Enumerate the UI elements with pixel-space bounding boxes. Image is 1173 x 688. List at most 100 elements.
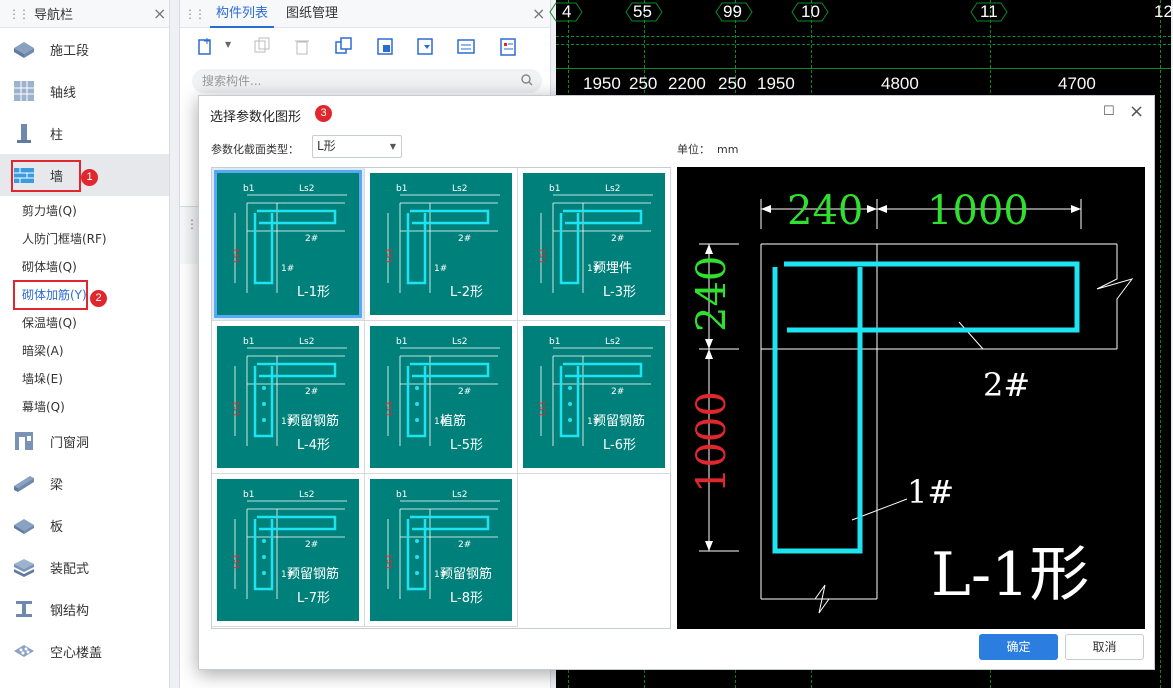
svg-text:2#: 2# — [611, 234, 624, 244]
axis-bubbles — [549, 2, 1008, 22]
report-icon[interactable] — [496, 36, 520, 58]
svg-text:Ls2: Ls2 — [452, 337, 467, 347]
shape-extra-label: 植筋 — [440, 414, 467, 429]
close-icon[interactable]: × — [1129, 101, 1145, 122]
delete-icon[interactable] — [290, 36, 314, 58]
sub-item[interactable]: 暗梁(A) — [22, 343, 64, 358]
axis-label: 99 — [723, 2, 742, 21]
svg-text:Ls1: Ls1 — [538, 401, 548, 416]
svg-text:Ls1: Ls1 — [385, 401, 395, 416]
shape-name-label: L-3形 — [603, 285, 636, 300]
preview-shape-name: L-1形 — [931, 540, 1089, 610]
svg-text:1#: 1# — [587, 417, 600, 427]
cancel-button[interactable]: 取消 — [1065, 634, 1144, 660]
sub-item[interactable]: 墙垛(E) — [22, 371, 63, 386]
svg-text:b1: b1 — [549, 184, 560, 194]
sub-item[interactable]: 砌体加筋(Y) — [22, 287, 87, 302]
sub-item[interactable]: 幕墙(Q) — [22, 399, 65, 414]
dimension-label: 1950 — [583, 74, 621, 93]
svg-text:1#: 1# — [587, 264, 600, 274]
tab-drawing-management[interactable]: 图纸管理 — [286, 5, 339, 21]
nav-item-label: 柱 — [50, 127, 64, 143]
maximize-icon[interactable]: ☐ — [1103, 104, 1115, 119]
shape-extra-label: 预埋件 — [593, 261, 633, 276]
drag-handle-icon[interactable]: ⋮⋮ — [184, 6, 206, 21]
svg-text:Ls2: Ls2 — [605, 184, 620, 194]
svg-text:2#: 2# — [611, 387, 624, 397]
sub-item[interactable]: 砌体墙(Q) — [22, 259, 77, 274]
shape-option[interactable]: b1 Ls2 2# 1# Ls1 预埋件 L-3形 — [518, 168, 671, 321]
column-icon — [12, 122, 36, 144]
svg-text:1#: 1# — [434, 417, 447, 427]
sub-item[interactable]: 保温墙(Q) — [22, 315, 77, 330]
wall-icon — [12, 164, 36, 186]
svg-text:b1: b1 — [243, 490, 254, 500]
dim-top-a: 240 — [787, 188, 863, 234]
close-icon[interactable]: × — [532, 4, 546, 23]
chevron-down-icon: ▼ — [389, 142, 396, 151]
nav-item-prefab[interactable]: 装配式 — [0, 546, 169, 588]
section-type-select[interactable]: L形 ▼ — [312, 135, 402, 158]
nav-item-construction-segment[interactable]: 施工段 — [0, 28, 169, 70]
nav-item-hollow-floor[interactable]: 空心楼盖 — [0, 630, 169, 672]
svg-text:1#: 1# — [281, 417, 294, 427]
chevron-down-icon[interactable]: ▼ — [225, 40, 232, 49]
dim-left-a: 240 — [689, 256, 735, 332]
nav-item-door-window[interactable]: 门窗洞 — [0, 420, 169, 462]
nav-item-steel-structure[interactable]: 钢结构 — [0, 588, 169, 630]
svg-text:b1: b1 — [396, 490, 407, 500]
new-component-icon[interactable] — [194, 36, 218, 58]
svg-text:1#: 1# — [434, 570, 447, 580]
shape-extra-label: 预留钢筋 — [593, 414, 646, 429]
layer-copy-icon[interactable] — [374, 36, 398, 58]
close-icon[interactable]: × — [153, 4, 167, 23]
dimension-label: 4800 — [881, 74, 919, 93]
nav-item-axis-grid[interactable]: 轴线 — [0, 70, 169, 112]
svg-text:2#: 2# — [458, 387, 471, 397]
axis-label: 55 — [633, 2, 652, 21]
dialog-title: 选择参数化图形 — [210, 110, 302, 125]
navigation-title: 导航栏 — [34, 8, 74, 23]
shape-extra-label: 预留钢筋 — [287, 414, 340, 429]
svg-text:1#: 1# — [281, 570, 294, 580]
nav-item-label: 墙 — [50, 169, 64, 185]
svg-text:Ls1: Ls1 — [538, 248, 548, 263]
unit-label: 单位： mm — [677, 143, 739, 156]
nav-item-slab[interactable]: 板 — [0, 504, 169, 546]
nav-item-label: 梁 — [50, 477, 64, 493]
nav-item-label: 装配式 — [50, 561, 90, 577]
sub-item[interactable]: 人防门框墙(RF) — [22, 231, 107, 246]
tab-component-list[interactable]: 构件列表 — [210, 0, 275, 28]
search-input[interactable]: 搜索构件... — [192, 69, 542, 93]
sub-item[interactable]: 剪力墙(Q) — [22, 203, 77, 218]
duplicate-icon[interactable] — [332, 36, 356, 58]
search-icon[interactable] — [520, 73, 534, 90]
nav-item-column[interactable]: 柱 — [0, 112, 169, 154]
dim-top-b: 1000 — [927, 188, 1029, 234]
properties-icon[interactable] — [454, 36, 478, 58]
svg-text:b1: b1 — [243, 337, 254, 347]
construction-segment-icon — [12, 38, 36, 60]
copy-icon[interactable] — [250, 36, 274, 58]
drag-handle-icon[interactable]: ⋮⋮ — [8, 6, 30, 21]
svg-text:Ls2: Ls2 — [299, 184, 314, 194]
ok-button[interactable]: 确定 — [979, 634, 1058, 660]
axis-label: 11 — [980, 2, 998, 21]
axis-grid-icon — [12, 80, 36, 102]
extract-icon[interactable] — [414, 36, 438, 58]
svg-text:2#: 2# — [458, 540, 471, 550]
dimension-label: 1950 — [757, 74, 795, 93]
nav-item-beam[interactable]: 梁 — [0, 462, 169, 504]
